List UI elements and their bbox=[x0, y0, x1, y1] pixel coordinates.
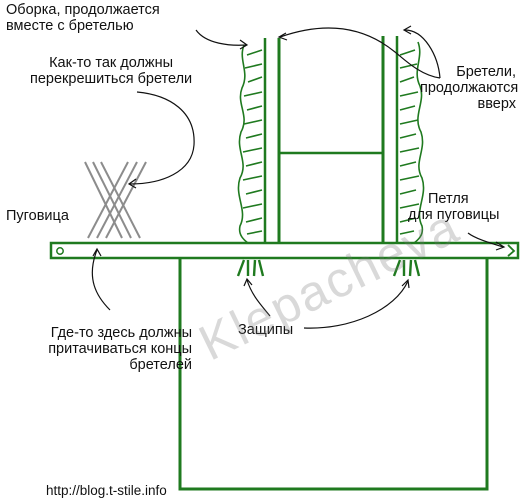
arrow-darts-right-head bbox=[401, 278, 410, 289]
label-cross-line1: Как-то так должны bbox=[49, 55, 174, 71]
label-straps-line2: продолжаются bbox=[420, 80, 519, 96]
arrow-straps-left bbox=[279, 27, 441, 79]
skirt-outline bbox=[178, 258, 489, 491]
label-darts: Защипы bbox=[238, 322, 294, 338]
label-strap-ends: Где-то здесь должны притачиваться концы … bbox=[20, 325, 192, 373]
button-loop-icon bbox=[507, 244, 516, 257]
left-ruffle bbox=[237, 44, 263, 244]
label-cross: Как-то так должны перекрешиться бретели bbox=[30, 55, 192, 87]
label-straps: Бретели, продолжаются вверх bbox=[420, 64, 519, 112]
label-loop-line1: Петля bbox=[428, 191, 469, 207]
waistband bbox=[49, 241, 520, 260]
label-loop: Петля для пуговицы bbox=[408, 191, 499, 223]
arrow-ruffle-head bbox=[239, 39, 249, 50]
arrow-straps-right-head bbox=[402, 25, 412, 35]
label-strap-ends-line1: Где-то здесь должны bbox=[50, 325, 192, 341]
arrow-loop bbox=[467, 232, 504, 248]
label-strap-ends-line2: притачиваться концы bbox=[48, 341, 192, 357]
label-ruffle: Оборка, продолжается вместе с бретелью bbox=[6, 2, 160, 34]
arrow-darts-left bbox=[246, 279, 271, 317]
arrow-strap-ends-head bbox=[92, 247, 102, 257]
annotation-arrows bbox=[91, 25, 506, 329]
arrow-loop-head bbox=[495, 241, 506, 251]
darts bbox=[236, 259, 421, 277]
label-straps-line3: вверх bbox=[477, 96, 516, 112]
label-loop-line2: для пуговицы bbox=[408, 207, 500, 223]
arrow-darts-left-head bbox=[243, 277, 253, 287]
arrow-straps-left-head bbox=[277, 32, 288, 41]
crossed-straps-sketch bbox=[84, 161, 147, 239]
footer-url[interactable]: http://blog.t-stile.info bbox=[46, 483, 167, 498]
arrow-strap-ends bbox=[91, 249, 111, 311]
label-straps-line1: Бретели, bbox=[456, 64, 516, 80]
label-cross-line2: перекрешиться бретели bbox=[30, 71, 193, 87]
arrow-cross bbox=[129, 91, 195, 185]
label-ruffle-line1: Оборка, продолжается bbox=[6, 2, 160, 18]
right-ruffle bbox=[399, 41, 425, 244]
arrow-straps-right bbox=[404, 29, 441, 79]
button-icon bbox=[56, 247, 64, 255]
label-ruffle-line2: вместе с бретелью bbox=[6, 18, 134, 34]
label-button: Пуговица bbox=[6, 208, 69, 224]
arrow-cross-head bbox=[127, 178, 137, 189]
label-strap-ends-line3: бретелей bbox=[129, 357, 192, 373]
arrow-darts-right bbox=[303, 280, 409, 329]
arrow-ruffle bbox=[195, 29, 247, 46]
